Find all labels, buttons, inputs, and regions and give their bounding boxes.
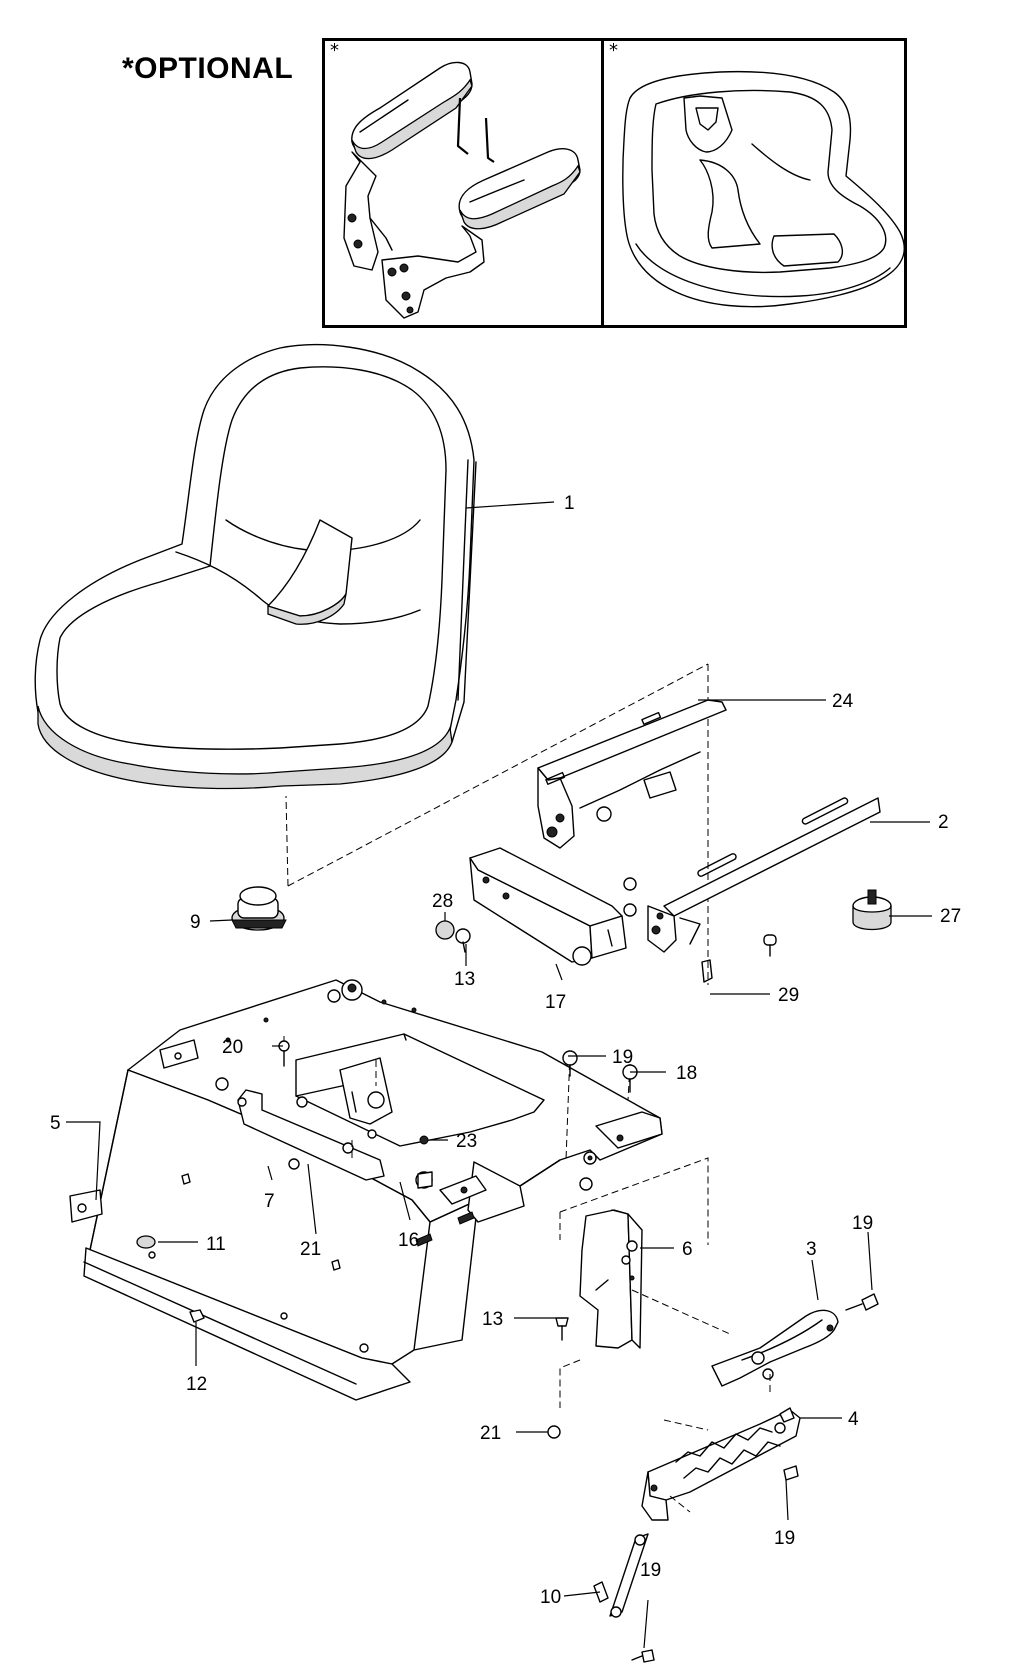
adjuster-plate-drawing	[641, 1409, 801, 1521]
callout-20: 20	[222, 1037, 243, 1058]
callout-16: 16	[398, 1230, 419, 1251]
callout-13-lower: 13	[482, 1309, 503, 1330]
optional-panel-seat	[601, 38, 907, 328]
callout-9: 9	[190, 912, 201, 933]
callout-13-upper: 13	[454, 969, 475, 990]
small-parts-drawing	[435, 889, 892, 983]
optional-marker-seat: *	[609, 40, 618, 61]
callout-21-lower: 21	[480, 1423, 501, 1444]
callout-2: 2	[938, 812, 949, 833]
callout-10: 10	[540, 1587, 561, 1608]
callout-28: 28	[432, 891, 453, 912]
callout-6: 6	[682, 1239, 693, 1260]
callout-18: 18	[676, 1063, 697, 1084]
callout-12: 12	[186, 1374, 207, 1395]
callout-11: 11	[206, 1234, 226, 1255]
callout-labels: 1 24 2 28 9 13 17 27 29 20 19 18 5 23 7 …	[50, 493, 961, 1608]
link-drawing	[593, 1533, 649, 1618]
callout-5: 5	[50, 1113, 61, 1134]
callout-4: 4	[848, 1409, 859, 1430]
seat-switch-drawing	[231, 886, 287, 931]
callout-7: 7	[264, 1191, 275, 1212]
callout-19-mid: 19	[774, 1528, 795, 1549]
callout-23: 23	[456, 1131, 477, 1152]
callout-19-bottom: 19	[640, 1560, 661, 1581]
callout-1: 1	[564, 493, 575, 514]
seat-cover-drawing	[622, 70, 905, 308]
hinge-bracket-drawing	[469, 847, 627, 966]
optional-heading: *OPTIONAL	[122, 52, 294, 85]
callout-19-top: 19	[612, 1047, 633, 1068]
optional-marker-armrest: *	[330, 40, 339, 61]
callout-24: 24	[832, 691, 854, 712]
callout-27: 27	[940, 906, 961, 927]
callout-19-right: 19	[852, 1213, 873, 1234]
leader-lines	[66, 501, 932, 1649]
support-bracket-drawing	[559, 1157, 731, 1408]
callout-29: 29	[778, 985, 799, 1006]
callout-21-upper: 21	[300, 1239, 321, 1260]
lever-drawing	[711, 1309, 839, 1392]
armrest-kit-drawing	[343, 61, 581, 319]
seat-rail-right-drawing	[647, 797, 881, 953]
seat-pan-drawing	[69, 979, 663, 1401]
bolt-hardware-drawing	[547, 1293, 879, 1663]
callout-3: 3	[806, 1239, 817, 1260]
seat-drawing	[34, 344, 477, 790]
callout-17: 17	[545, 992, 566, 1013]
